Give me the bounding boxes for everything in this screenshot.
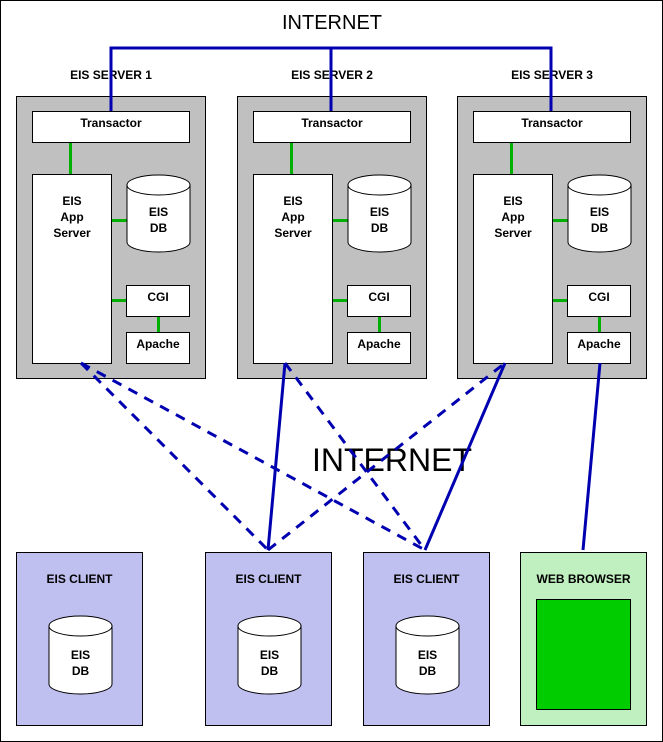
db-cylinder: EIS DB	[48, 615, 113, 695]
db-line: EIS	[589, 205, 610, 219]
connector	[112, 299, 127, 302]
app-line: Server	[494, 226, 532, 240]
app-line: App	[60, 210, 84, 224]
connection-server-1-app-client-3	[80, 361, 426, 552]
app-line: EIS	[62, 194, 82, 208]
db-line: EIS	[148, 205, 169, 219]
cgi-box: CGI	[126, 285, 190, 317]
db-cylinder: EIS DB	[126, 174, 191, 253]
internet-top-label: INTERNET	[282, 12, 382, 34]
database-cylinder-icon	[347, 174, 412, 253]
connector	[553, 299, 568, 302]
connection-client-2-server-2-app	[266, 362, 287, 551]
db-line: EIS	[259, 648, 280, 662]
db-cylinder: EIS DB	[347, 174, 412, 253]
web-browser-box: WEB BROWSER	[520, 552, 647, 726]
connection-browser-server-3-apache	[581, 362, 602, 551]
client-label: EIS CLIENT	[235, 572, 302, 586]
database-cylinder-icon	[237, 615, 302, 695]
db-cylinder: EIS DB	[395, 615, 460, 695]
transactor-box: Transactor	[32, 111, 190, 143]
database-cylinder-icon	[567, 174, 632, 253]
database-cylinder-icon	[395, 615, 460, 695]
connector	[378, 317, 381, 332]
connector	[157, 317, 160, 332]
connector	[112, 219, 127, 222]
app-line: Server	[274, 226, 312, 240]
db-line: DB	[418, 664, 437, 678]
connection-client-2-server-3-app	[267, 361, 506, 552]
db-cylinder: EIS DB	[237, 615, 302, 695]
connector	[598, 317, 601, 332]
cgi-box: CGI	[567, 285, 631, 317]
app-line: Server	[53, 226, 91, 240]
internet-middle-label: INTERNET	[312, 442, 472, 478]
connector	[333, 299, 348, 302]
apache-box: Apache	[126, 332, 190, 364]
app-line: EIS	[503, 194, 523, 208]
app-server-box: EIS App Server	[253, 174, 333, 364]
browser-screen	[536, 599, 631, 710]
cgi-box: CGI	[347, 285, 411, 317]
app-server-box: EIS App Server	[473, 174, 553, 364]
db-line: DB	[590, 221, 609, 235]
database-cylinder-icon	[48, 615, 113, 695]
transactor-box: Transactor	[473, 111, 631, 143]
eis-client-box: EIS CLIENT EIS DB	[16, 552, 143, 726]
connection-server-2-app-client-3	[283, 362, 427, 551]
app-line: EIS	[283, 194, 303, 208]
connector	[333, 219, 348, 222]
connector	[510, 143, 513, 174]
connector	[69, 143, 72, 174]
db-line: DB	[149, 221, 168, 235]
web-browser-label: WEB BROWSER	[536, 572, 631, 586]
database-cylinder-icon	[126, 174, 191, 253]
db-line: DB	[370, 221, 389, 235]
server-box: Transactor EIS App Server EIS DB CGI Apa…	[237, 96, 427, 379]
eis-client-box: EIS CLIENT EIS DB	[205, 552, 332, 726]
app-line: App	[281, 210, 305, 224]
connector	[553, 219, 568, 222]
server-box: Transactor EIS App Server EIS DB CGI Apa…	[16, 96, 206, 379]
db-line: DB	[71, 664, 90, 678]
app-line: App	[501, 210, 525, 224]
client-label: EIS CLIENT	[46, 572, 113, 586]
connection-client-3-server-3-app	[423, 362, 507, 551]
transactor-box: Transactor	[253, 111, 411, 143]
db-line: EIS	[70, 648, 91, 662]
server-box: Transactor EIS App Server EIS DB CGI Apa…	[457, 96, 647, 379]
apache-box: Apache	[347, 332, 411, 364]
connector	[290, 143, 293, 174]
eis-client-box: EIS CLIENT EIS DB	[363, 552, 490, 726]
app-server-box: EIS App Server	[32, 174, 112, 364]
connection-server-1-app-client-2	[79, 361, 270, 552]
client-label: EIS CLIENT	[393, 572, 460, 586]
apache-box: Apache	[567, 332, 631, 364]
db-cylinder: EIS DB	[567, 174, 632, 253]
db-line: EIS	[417, 648, 438, 662]
internet-bus-line	[109, 46, 553, 111]
db-line: DB	[260, 664, 279, 678]
db-line: EIS	[369, 205, 390, 219]
